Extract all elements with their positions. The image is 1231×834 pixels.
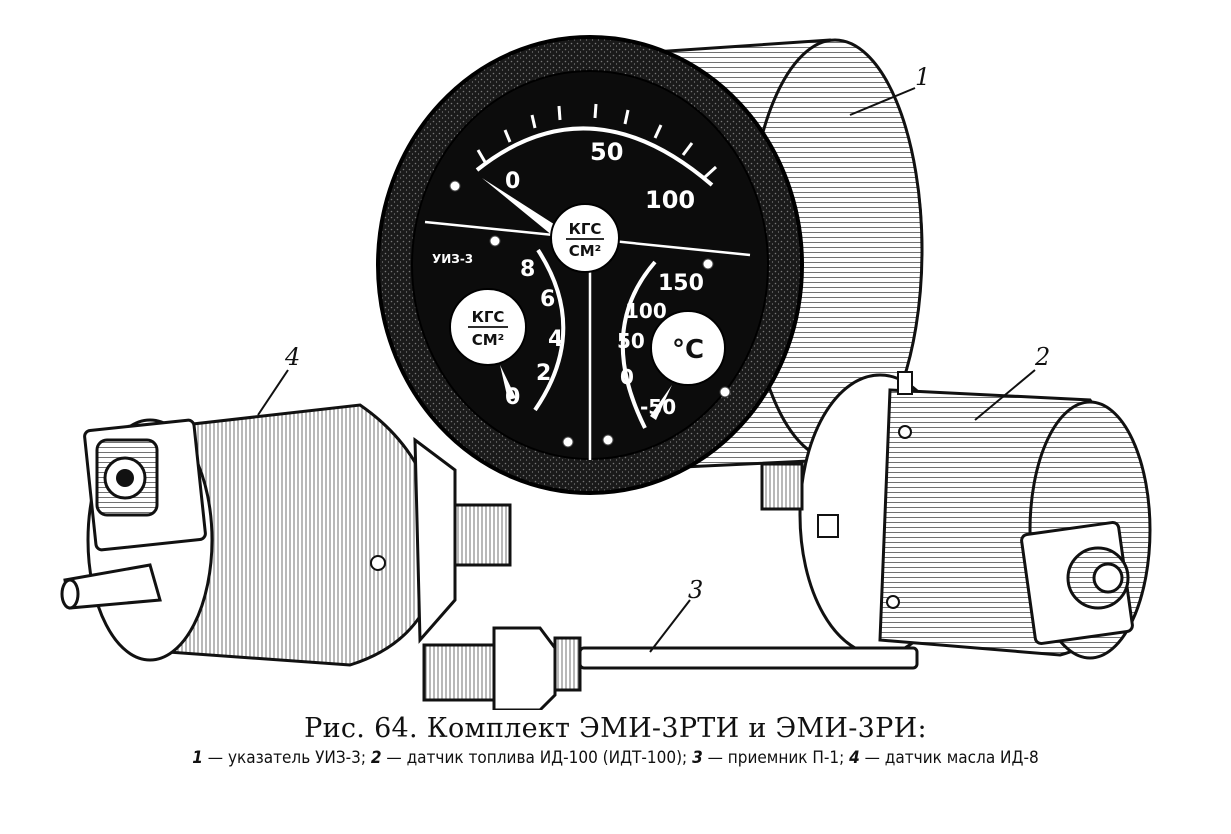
top-needle [482,178,560,236]
right-scale-50: 50 [617,329,645,353]
callout-1: 1 [915,63,930,91]
fuel-sensor [760,371,1152,660]
legend-text-4: — датчик масла ИД-8 [859,748,1039,768]
oil-sensor [60,403,512,667]
top-scale-100: 100 [645,186,695,214]
caption-legend: 1 — указатель УИЗ-3; 2 — датчик топлива … [116,748,1116,769]
right-needle [650,385,672,420]
top-unit-disc [550,203,620,273]
right-unit: °C [672,335,704,365]
gauge-indicator: 0 50 100 КГС СМ² УИЗ-3 8 6 4 2 0 КГС СМ² [376,35,924,495]
left-scale-6: 6 [540,287,555,312]
legend-text-1: — указатель УИЗ-3; [202,748,371,768]
caption-title: Рис. 64. Комплект ЭМИ-3РТИ и ЭМИ-3РИ: [304,713,927,744]
legend-num-2: 2 [370,748,382,768]
top-scale-50: 50 [590,138,623,166]
right-scale-100: 100 [625,299,667,323]
callout-2: 2 [1034,343,1050,371]
left-scale-8: 8 [520,257,535,282]
left-scale-4: 4 [548,327,563,352]
legend-num-1: 1 [192,748,203,768]
right-scale-150: 150 [658,271,704,296]
left-unit-top: КГС [472,308,505,326]
callouts: 1 2 3 4 [257,63,1050,653]
legend-num-3: 3 [692,748,703,768]
right-scale-0: 0 [620,365,634,389]
top-unit-bottom: СМ² [569,242,602,260]
legend-text-3: — приемник П-1; [702,748,850,768]
legend-text-2: — датчик топлива ИД-100 (ИДТ-100); [381,748,693,768]
top-unit-top: КГС [569,220,602,238]
model-label: УИЗ-3 [432,252,473,266]
figure-illustration: 0 50 100 КГС СМ² УИЗ-3 8 6 4 2 0 КГС СМ² [60,35,1152,710]
callout-3: 3 [688,576,703,604]
receiver-probe [422,626,919,710]
top-scale-0: 0 [505,169,520,194]
right-unit-disc [650,310,726,386]
figure-caption: Рис. 64. Комплект ЭМИ-3РТИ и ЭМИ-3РИ: 1 … [0,712,1231,769]
left-scale-2: 2 [536,361,551,386]
left-needle [500,365,516,400]
left-unit-bottom: СМ² [472,331,505,349]
callout-4: 4 [284,343,300,371]
legend-num-4: 4 [849,748,860,768]
